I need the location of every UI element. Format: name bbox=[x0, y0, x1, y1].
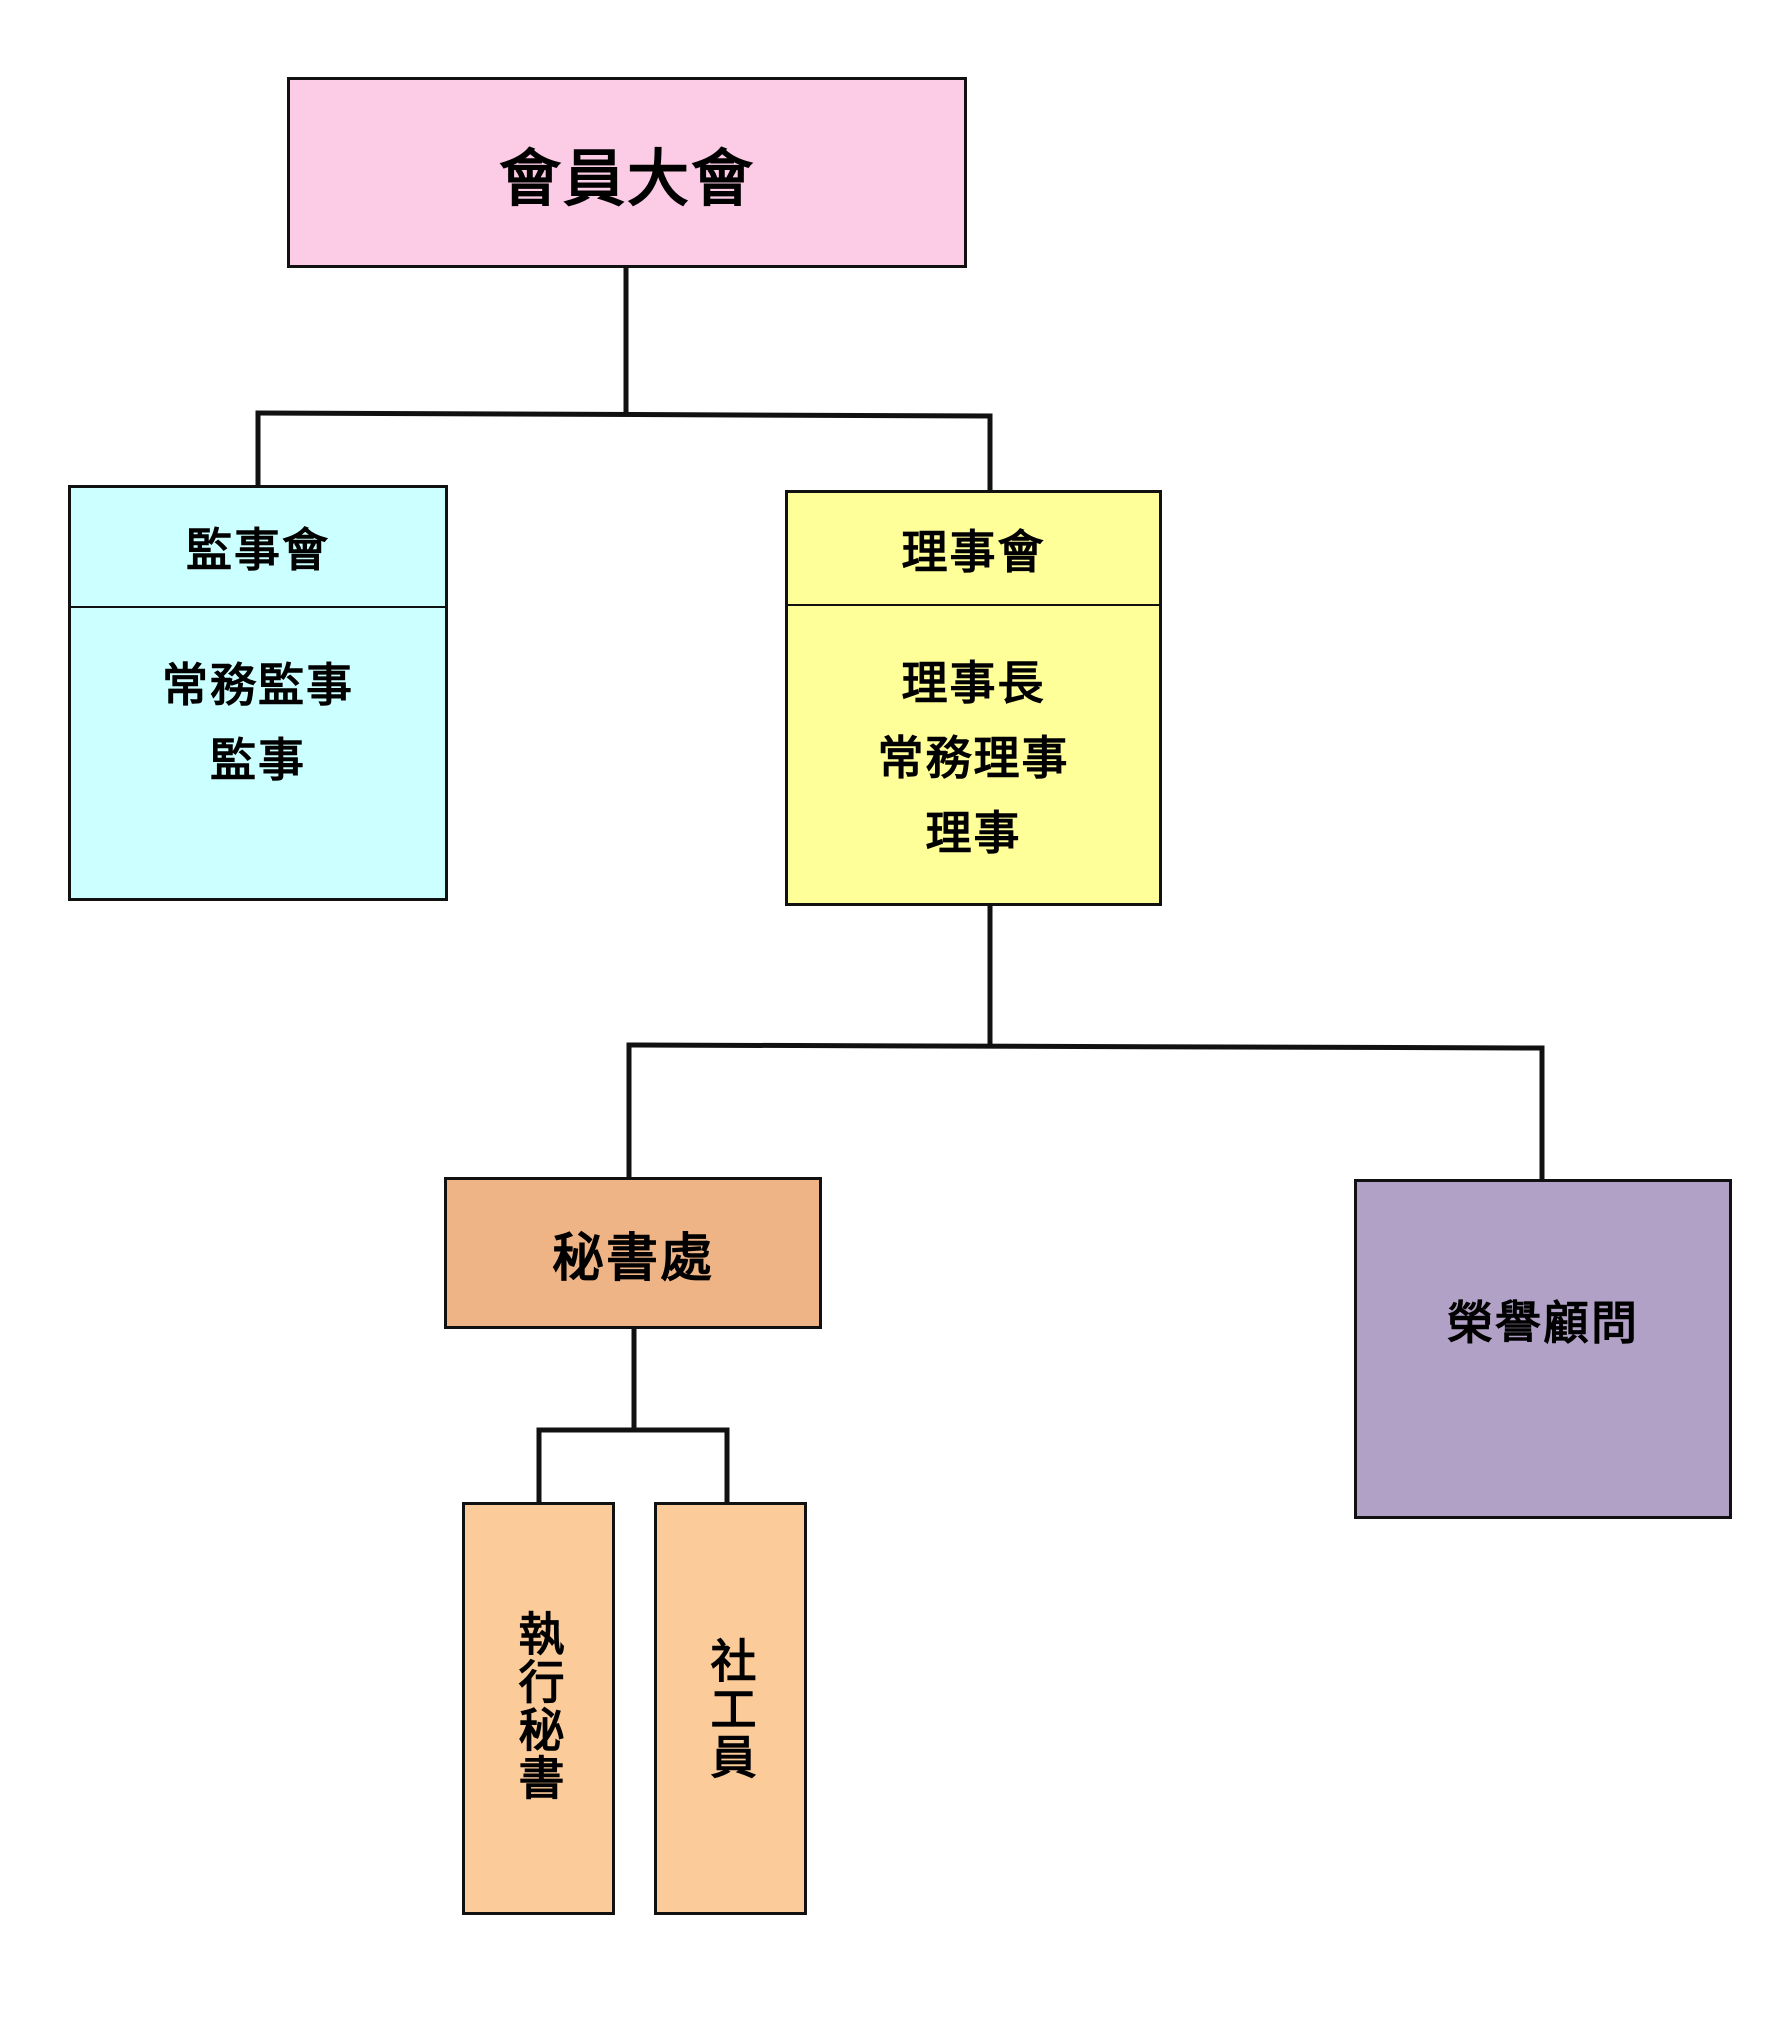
general-assembly-box: 會員大會 bbox=[287, 77, 967, 268]
directors-title: 理事會 bbox=[788, 493, 1159, 606]
executive-secretary-box: 執行秘書 bbox=[462, 1502, 615, 1915]
role-chairman: 理事長 bbox=[901, 656, 1046, 710]
supervisors-box: 監事會 常務監事 監事 bbox=[68, 485, 448, 901]
social-worker-box: 社工員 bbox=[654, 1502, 807, 1915]
connector-directors-branch bbox=[626, 1042, 1545, 1051]
connector-assembly-branch bbox=[255, 410, 993, 419]
directors-roles: 理事長 常務理事 理事 bbox=[788, 606, 1159, 871]
directors-box: 理事會 理事長 常務理事 理事 bbox=[785, 490, 1162, 906]
supervisors-title: 監事會 bbox=[71, 488, 445, 608]
general-assembly-title: 會員大會 bbox=[498, 141, 755, 215]
social-worker-title: 社工員 bbox=[703, 1637, 758, 1781]
role-standing-director: 常務理事 bbox=[877, 731, 1070, 785]
secretariat-box: 秘書處 bbox=[444, 1177, 822, 1329]
honorary-advisors-title: 榮譽顧問 bbox=[1447, 1296, 1639, 1350]
role-director: 理事 bbox=[925, 806, 1022, 860]
supervisors-roles: 常務監事 監事 bbox=[71, 608, 445, 798]
secretariat-title: 秘書處 bbox=[551, 1228, 714, 1289]
executive-secretary-title: 執行秘書 bbox=[511, 1610, 566, 1802]
role-standing-supervisor: 常務監事 bbox=[162, 658, 354, 712]
role-supervisor: 監事 bbox=[210, 733, 306, 787]
honorary-advisors-box: 榮譽顧問 bbox=[1354, 1179, 1732, 1519]
